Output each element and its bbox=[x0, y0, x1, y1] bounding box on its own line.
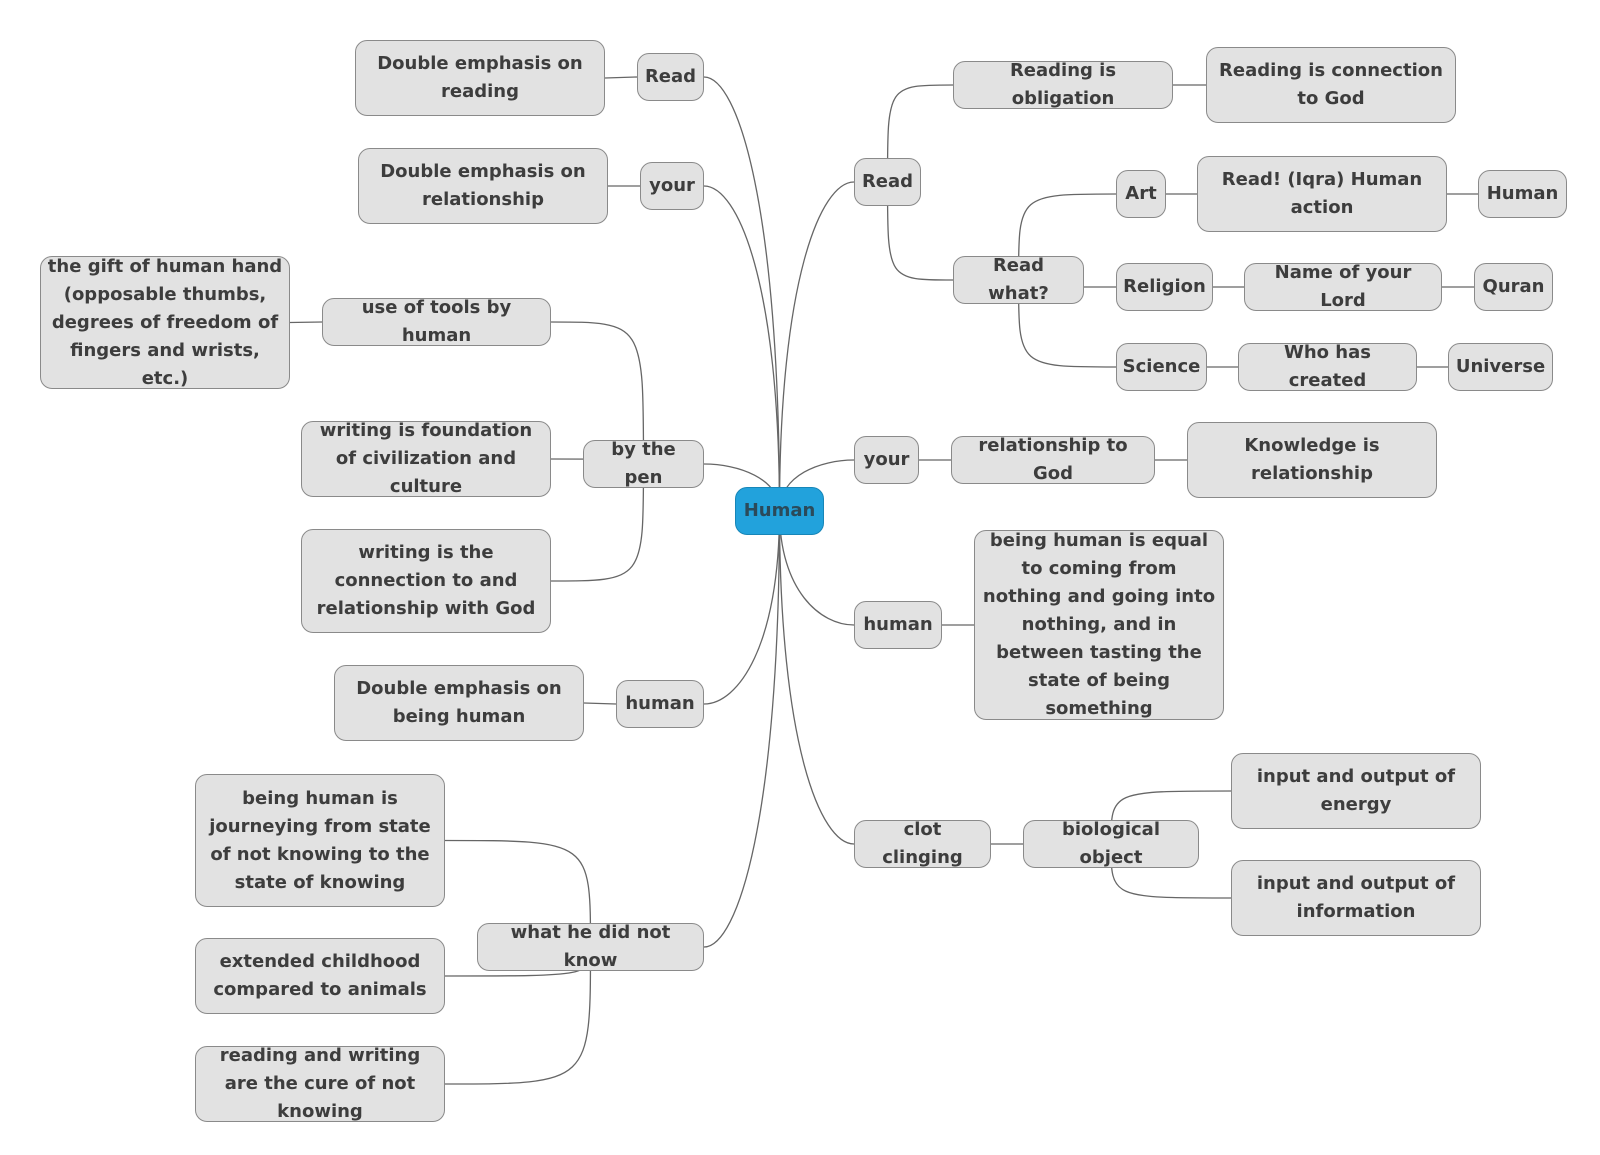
link-node-science bbox=[1017, 279, 1117, 368]
node-journeying[interactable]: being human is journeying from state of … bbox=[195, 774, 445, 907]
node-writing-foundation[interactable]: writing is foundation of civilization an… bbox=[301, 420, 551, 497]
node-reading-writing-cure[interactable]: reading and writing are the cure of not … bbox=[195, 1045, 445, 1122]
node-who-has-created[interactable]: Who has created bbox=[1238, 342, 1417, 391]
link-node-art bbox=[1017, 193, 1117, 281]
link-node-reading-writing-cure bbox=[444, 946, 592, 1085]
node-universe[interactable]: Universe bbox=[1448, 343, 1553, 391]
link-node-use-of-tools bbox=[550, 321, 645, 465]
link-node-reading-is-obligation bbox=[886, 84, 954, 183]
node-science[interactable]: Science bbox=[1116, 343, 1207, 391]
node-energy[interactable]: input and output of energy bbox=[1231, 753, 1481, 829]
node-read-iqra[interactable]: Read! (Iqra) Human action bbox=[1197, 156, 1447, 232]
node-being-human-equal[interactable]: being human is equal to coming from noth… bbox=[974, 530, 1224, 720]
link-root-node-right-human bbox=[778, 510, 855, 626]
node-reading-is-obligation[interactable]: Reading is obligation bbox=[953, 60, 1173, 109]
root-node[interactable]: Human bbox=[735, 487, 824, 535]
link-node-writing-connection bbox=[550, 463, 645, 582]
node-relationship-to-god[interactable]: relationship to God bbox=[951, 435, 1155, 484]
link-root-node-left-read bbox=[703, 76, 781, 512]
link-root-node-clot-clinging bbox=[778, 510, 855, 845]
node-extended-childhood[interactable]: extended childhood compared to animals bbox=[195, 938, 445, 1014]
node-emphasis-reading[interactable]: Double emphasis on reading bbox=[355, 40, 605, 116]
link-node-emphasis-being-human bbox=[583, 702, 617, 705]
node-quran[interactable]: Quran bbox=[1474, 263, 1553, 311]
node-use-of-tools[interactable]: use of tools by human bbox=[322, 297, 551, 346]
node-read-what[interactable]: Read what? bbox=[953, 255, 1084, 304]
node-left-your[interactable]: your bbox=[640, 162, 704, 210]
node-human-art[interactable]: Human bbox=[1478, 170, 1567, 218]
link-node-emphasis-reading bbox=[604, 76, 638, 79]
node-what-he-did-not-know[interactable]: what he did not know bbox=[477, 922, 704, 971]
node-left-read[interactable]: Read bbox=[637, 53, 704, 101]
node-right-your[interactable]: your bbox=[854, 436, 919, 484]
node-gift-of-hand[interactable]: the gift of human hand (opposable thumbs… bbox=[40, 256, 290, 389]
node-knowledge-is-relationship[interactable]: Knowledge is relationship bbox=[1187, 422, 1437, 498]
node-religion[interactable]: Religion bbox=[1116, 263, 1213, 311]
link-root-node-right-read bbox=[778, 181, 855, 512]
link-root-node-left-human bbox=[703, 510, 781, 705]
link-root-node-left-your bbox=[703, 185, 781, 512]
node-emphasis-relationship[interactable]: Double emphasis on relationship bbox=[358, 148, 608, 224]
link-node-gift-of-hand bbox=[289, 321, 323, 324]
node-information[interactable]: input and output of information bbox=[1231, 860, 1481, 936]
node-biological-object[interactable]: biological object bbox=[1023, 819, 1199, 868]
node-clot-clinging[interactable]: clot clinging bbox=[854, 819, 991, 868]
link-root-node-what-he-did-not-know bbox=[703, 510, 781, 948]
node-right-read[interactable]: Read bbox=[854, 158, 921, 206]
node-writing-connection[interactable]: writing is the connection to and relatio… bbox=[301, 529, 551, 633]
link-node-read-what bbox=[886, 181, 954, 281]
node-left-human[interactable]: human bbox=[616, 680, 704, 728]
node-name-of-your-lord[interactable]: Name of your Lord bbox=[1244, 262, 1442, 311]
node-art[interactable]: Art bbox=[1116, 170, 1166, 218]
node-by-the-pen[interactable]: by the pen bbox=[583, 439, 704, 488]
node-reading-is-connection[interactable]: Reading is connection to God bbox=[1206, 47, 1456, 123]
link-node-journeying bbox=[444, 839, 592, 948]
node-emphasis-being-human[interactable]: Double emphasis on being human bbox=[334, 665, 584, 741]
node-right-human[interactable]: human bbox=[854, 601, 942, 649]
